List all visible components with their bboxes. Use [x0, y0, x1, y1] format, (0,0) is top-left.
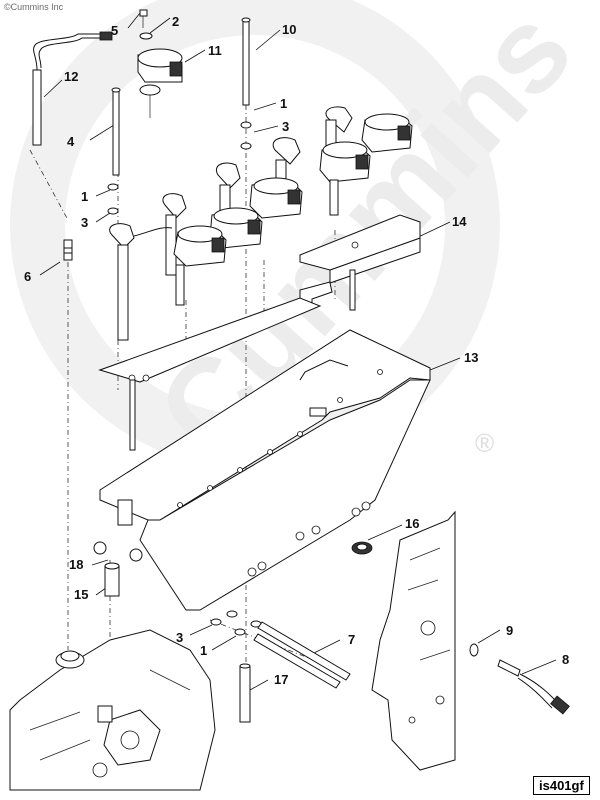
part-17-pin	[239, 663, 251, 723]
callout-7: 7	[348, 632, 356, 647]
part-7-rods	[253, 621, 351, 689]
part-15-bushing	[104, 562, 120, 597]
callout-13: 13	[464, 350, 479, 365]
part-3-lower-washer	[210, 610, 238, 626]
callout-1-lower: 1	[200, 643, 208, 658]
part-3-upper-left-washer	[107, 207, 119, 215]
solenoid-assemblies	[109, 106, 413, 341]
part-18-spacers	[93, 541, 143, 562]
callout-4: 4	[67, 134, 75, 149]
callout-15: 15	[74, 587, 89, 602]
part-13-bracket	[99, 329, 431, 611]
copyright-notice: ©Cummins Inc	[4, 2, 64, 12]
callout-9: 9	[506, 623, 514, 638]
part-4-rod	[111, 87, 121, 176]
callout-18: 18	[69, 557, 84, 572]
callout-2: 2	[172, 14, 180, 29]
callout-10: 10	[282, 22, 297, 37]
callout-8: 8	[562, 652, 570, 667]
callout-12: 12	[64, 69, 79, 84]
callout-3-upper-left: 3	[81, 215, 89, 230]
callout-5: 5	[111, 23, 119, 38]
part-10-long-rod	[241, 17, 251, 106]
part-14-mounting-plate	[98, 214, 421, 451]
callout-6: 6	[24, 269, 32, 284]
leader-lines	[39, 12, 557, 691]
part-12-long-probe	[32, 31, 113, 146]
callout-3-lower: 3	[176, 630, 184, 645]
callout-1-upper-right: 1	[280, 96, 288, 111]
part-1-upper-right-washer	[240, 121, 252, 129]
part-5-screw	[139, 9, 148, 28]
registered-mark: ®	[475, 428, 494, 458]
engine-housing-right	[371, 510, 456, 771]
part-9-o-ring	[469, 643, 479, 657]
engine-block-lower-left	[9, 629, 216, 791]
part-3-upper-right-washer	[240, 142, 252, 150]
part-1-lower-washer	[234, 620, 262, 636]
callout-11: 11	[208, 43, 222, 58]
part-1-upper-left-washer	[107, 183, 119, 191]
part-6-sensor	[63, 239, 73, 261]
callout-3-upper-right: 3	[282, 119, 290, 134]
callout-16: 16	[405, 516, 420, 531]
callout-17: 17	[274, 672, 289, 687]
part-11-solenoid	[137, 48, 183, 118]
part-2-washer	[139, 32, 153, 40]
callout-14: 14	[452, 214, 467, 229]
part-16-grommet	[351, 541, 373, 555]
part-8-sensor-harness	[497, 659, 570, 715]
callout-1-upper-left: 1	[81, 189, 89, 204]
figure-id-label: is401gf	[533, 776, 590, 795]
